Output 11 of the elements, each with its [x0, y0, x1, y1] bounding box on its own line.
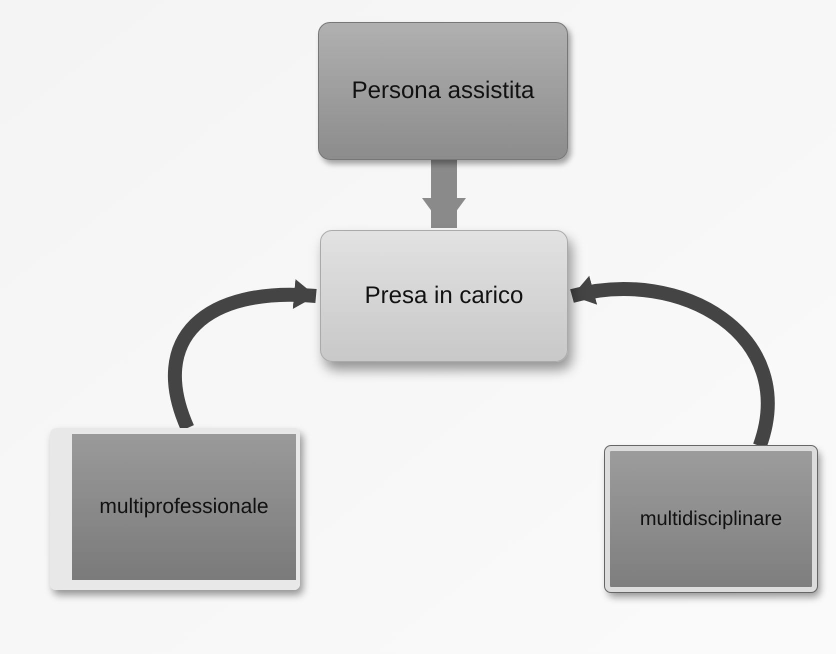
- box-label: multidisciplinare: [640, 507, 782, 532]
- process-box: [50, 428, 300, 590]
- arrow: [168, 280, 316, 430]
- box-label: Presa in carico: [364, 281, 524, 311]
- arrow: [570, 277, 774, 448]
- box-label: multiprofessionale: [99, 494, 269, 520]
- process-box: [605, 446, 817, 592]
- process-box: [318, 22, 568, 160]
- arrow: [422, 160, 466, 228]
- box-label: Persona assistita: [352, 76, 534, 106]
- process-box: [320, 230, 568, 362]
